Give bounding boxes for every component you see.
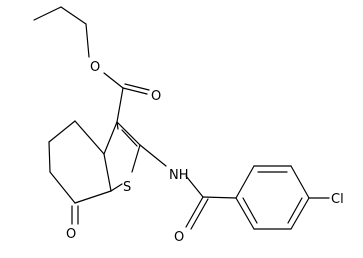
ketone-oxygen-label: O bbox=[66, 227, 76, 242]
nh-label: NH bbox=[169, 168, 189, 183]
chlorophenyl-ring bbox=[235, 165, 330, 230]
thiophene-ring bbox=[103, 121, 141, 192]
thiophene-sulfur-label: S bbox=[123, 180, 131, 195]
cyclohexanone-ring bbox=[48, 120, 112, 225]
ester-carbonyl-oxygen-label: O bbox=[151, 89, 161, 104]
chlorine-label: Cl bbox=[331, 192, 344, 207]
ester-ether-oxygen-label: O bbox=[90, 60, 100, 75]
ester-group bbox=[103, 72, 150, 123]
ethyl-group bbox=[33, 6, 90, 58]
amide-linker bbox=[139, 144, 237, 230]
amide-carbonyl-oxygen-label: O bbox=[174, 230, 184, 245]
